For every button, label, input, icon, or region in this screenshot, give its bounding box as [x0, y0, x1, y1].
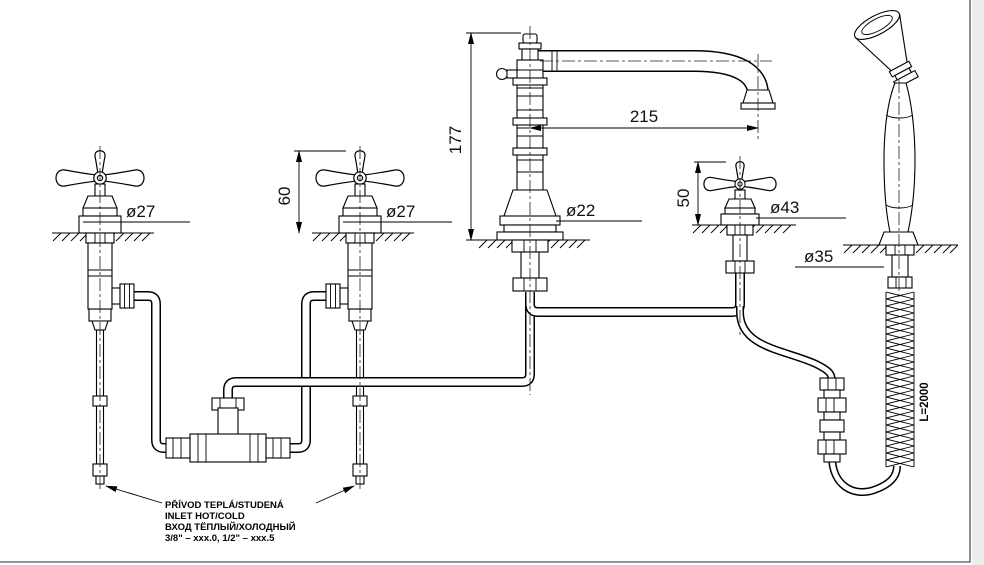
hose-coil — [885, 291, 915, 468]
dimension-177: 177 — [446, 32, 521, 241]
supply-piping — [88, 272, 915, 496]
dia-shower-label: ø35 — [804, 247, 833, 266]
dim-60-label: 60 — [275, 187, 294, 206]
note-line-russian: ВХОД ТЁПЛЫЙ/ХОЛОДНЫЙ — [165, 521, 296, 533]
dim-50-label: 50 — [674, 189, 693, 208]
dia-valve-left-label: ø27 — [126, 202, 155, 221]
dimensions: 177 215 60 50 ø27 ø27 ø22 ø43 ø35 — [114, 32, 931, 422]
dim-177-label: 177 — [446, 126, 465, 154]
shower-head — [853, 10, 919, 89]
hose-nut-stack — [817, 377, 847, 463]
dimension-60: 60 — [275, 150, 346, 234]
tee-fitting — [165, 397, 291, 463]
dia-diverter-label: ø43 — [770, 198, 799, 217]
hand-shower — [853, 10, 919, 289]
spout-side-knob — [495, 67, 509, 81]
hose-length-label: L=2000 — [919, 382, 931, 421]
note-line-sizes: 3/8" – xxx.0, 1/2" – xxx.5 — [165, 533, 275, 544]
dim-215-label: 215 — [630, 107, 658, 126]
dia-spout-label: ø22 — [566, 201, 595, 220]
note-line-czech: PŘÍVOD TEPLÁ/STUDENÁ — [165, 499, 284, 511]
dimension-50: 50 — [674, 161, 726, 226]
shower-hose — [736, 291, 915, 496]
diameter-labels: ø27 ø27 ø22 ø43 ø35 — [114, 198, 884, 268]
dimension-215: 215 — [529, 107, 759, 131]
dia-valve-right-label: ø27 — [386, 202, 415, 221]
note-line-english: INLET HOT/COLD — [165, 511, 245, 522]
shower-handle — [883, 82, 916, 233]
inlet-note: PŘÍVOD TEPLÁ/STUDENÁ INLET HOT/COLD ВХОД… — [105, 485, 355, 544]
spout-arm — [538, 50, 776, 110]
